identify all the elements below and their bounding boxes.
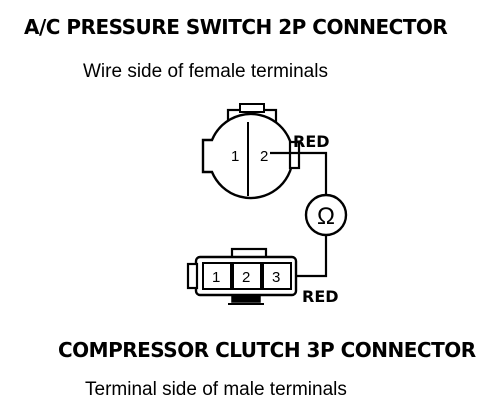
top-terminal-2: 2 — [260, 148, 268, 165]
ohmmeter: Ω — [304, 193, 348, 237]
ohm-symbol: Ω — [317, 203, 335, 230]
terminal-cell-2 — [232, 262, 262, 290]
upper-wire-line — [270, 151, 328, 194]
compressor-clutch-connector: 1 2 3 — [186, 247, 298, 305]
bottom-terminal-1: 1 — [212, 269, 220, 286]
upper-wire: RED — [270, 132, 330, 194]
lower-wire-label: RED — [302, 287, 339, 306]
terminal-cell-1 — [202, 262, 232, 290]
connector-left-tab — [186, 262, 199, 290]
terminal-cell-3 — [262, 262, 292, 290]
upper-wire-label: RED — [293, 132, 330, 151]
connector-latch-tip — [239, 103, 265, 113]
bottom-connector-title: COMPRESSOR CLUTCH 3P CONNECTOR — [58, 338, 476, 362]
top-connector-title: A/C PRESSURE SWITCH 2P CONNECTOR — [24, 15, 448, 39]
bottom-terminal-2: 2 — [242, 269, 250, 286]
bottom-terminal-3: 3 — [272, 269, 280, 286]
top-terminal-1: 1 — [231, 148, 239, 165]
lower-wire: RED — [296, 235, 339, 306]
top-connector-subtitle: Wire side of female terminals — [83, 61, 328, 82]
lower-wire-line — [296, 235, 328, 278]
connector-bottom-lock — [231, 294, 261, 303]
bottom-connector-subtitle: Terminal side of male terminals — [85, 379, 347, 400]
connector-side-tab — [288, 140, 301, 170]
pressure-switch-connector: 1 2 — [201, 103, 301, 200]
